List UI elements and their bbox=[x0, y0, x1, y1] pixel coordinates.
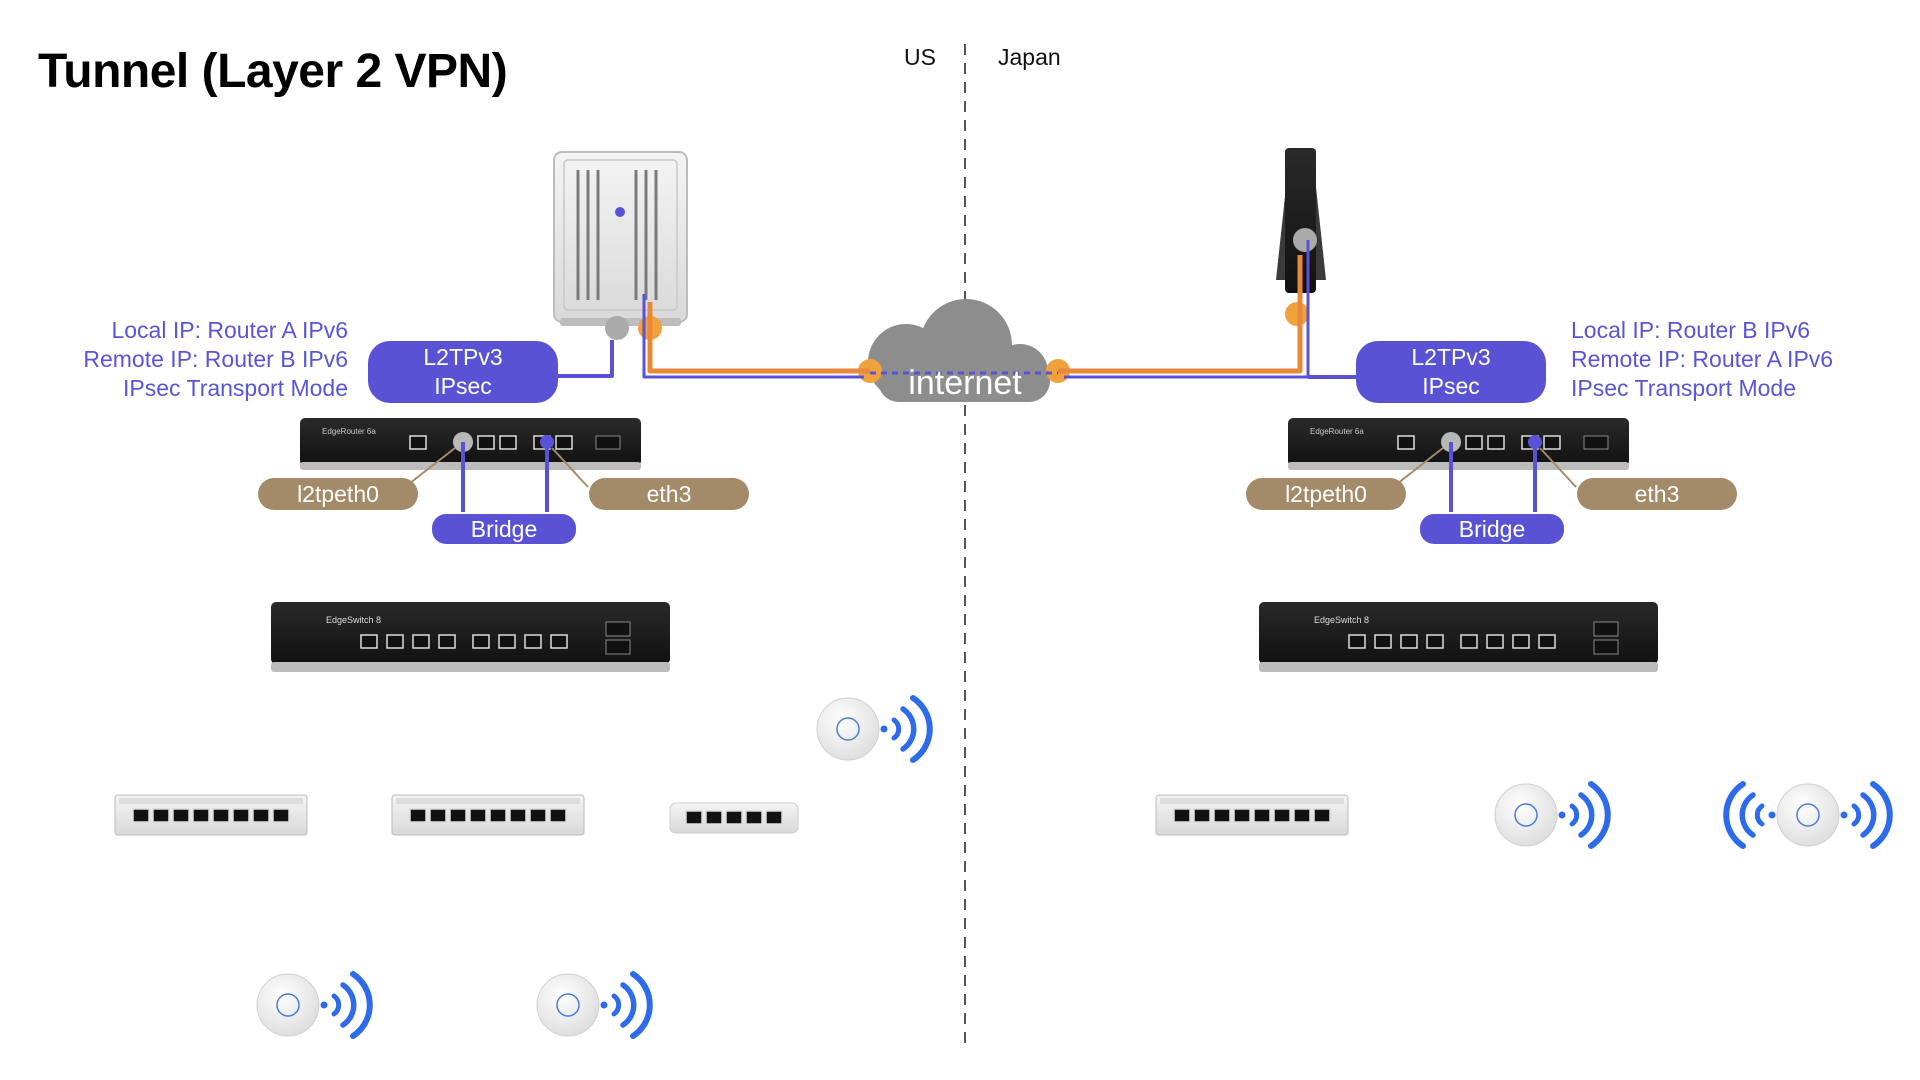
access-point-3 bbox=[1726, 784, 1890, 846]
site-a-port-eth3: eth3 bbox=[589, 478, 749, 510]
wan-links bbox=[556, 240, 1356, 379]
svg-text:EdgeSwitch 8: EdgeSwitch 8 bbox=[1314, 615, 1369, 625]
site-a-ipsec-mode: IPsec Transport Mode bbox=[123, 375, 348, 401]
site-a-tunnel-badge: L2TPv3 IPsec bbox=[368, 341, 558, 403]
internet-cloud bbox=[858, 299, 1070, 402]
site-a-local-ip: Local IP: Router A IPv6 bbox=[111, 317, 348, 343]
site-a-bridge: Bridge bbox=[432, 514, 576, 544]
internet-label: internet bbox=[908, 364, 1022, 402]
site-b-tunnel-info: Local IP: Router B IPv6 Remote IP: Route… bbox=[1571, 316, 1891, 403]
site-b-tunnel-badge: L2TPv3 IPsec bbox=[1356, 341, 1546, 403]
site-b-port-eth3: eth3 bbox=[1577, 478, 1737, 510]
site-a-remote-ip: Remote IP: Router B IPv6 bbox=[83, 346, 348, 372]
us8-switch-3 bbox=[1155, 794, 1349, 836]
us8-switch-2 bbox=[391, 794, 585, 836]
onu-router-b bbox=[1276, 148, 1326, 326]
svg-text:EdgeSwitch 8: EdgeSwitch 8 bbox=[326, 615, 381, 625]
us8-switch-1 bbox=[114, 794, 308, 836]
edgerouter-a: EdgeRouter 6a bbox=[300, 418, 641, 470]
site-b-bridge: Bridge bbox=[1420, 514, 1564, 544]
site-b-ipsec-mode: IPsec Transport Mode bbox=[1571, 375, 1796, 401]
site-a-port-l2tpeth0: l2tpeth0 bbox=[258, 478, 418, 510]
bridge-connectors bbox=[404, 442, 1577, 512]
edgeswitch-a: EdgeSwitch 8 bbox=[271, 602, 670, 672]
site-a-tunnel-info: Local IP: Router A IPv6 Remote IP: Route… bbox=[40, 316, 348, 403]
access-point-4 bbox=[256, 974, 370, 1036]
region-label-us: US bbox=[904, 44, 936, 70]
region-label-japan: Japan bbox=[998, 44, 1061, 70]
access-point-2 bbox=[1494, 784, 1608, 846]
access-point-1 bbox=[816, 698, 930, 760]
svg-text:EdgeRouter 6a: EdgeRouter 6a bbox=[1310, 427, 1364, 436]
site-a-tunnel-protocol: L2TPv3 bbox=[423, 344, 503, 370]
svg-text:EdgeRouter 6a: EdgeRouter 6a bbox=[322, 427, 376, 436]
us5-switch bbox=[669, 802, 799, 834]
site-b-remote-ip: Remote IP: Router A IPv6 bbox=[1571, 346, 1834, 372]
access-point-5 bbox=[536, 974, 650, 1036]
site-a-tunnel-security: IPsec bbox=[434, 373, 492, 399]
site-b-local-ip: Local IP: Router B IPv6 bbox=[1571, 317, 1811, 343]
edgerouter-b: EdgeRouter 6a bbox=[1288, 418, 1629, 470]
site-b-tunnel-security: IPsec bbox=[1422, 373, 1480, 399]
site-b-tunnel-protocol: L2TPv3 bbox=[1411, 344, 1491, 370]
edgeswitch-b: EdgeSwitch 8 bbox=[1259, 602, 1658, 672]
site-b-port-l2tpeth0: l2tpeth0 bbox=[1246, 478, 1406, 510]
modem-router-a bbox=[553, 151, 688, 340]
diagram-title: Tunnel (Layer 2 VPN) bbox=[38, 45, 508, 98]
